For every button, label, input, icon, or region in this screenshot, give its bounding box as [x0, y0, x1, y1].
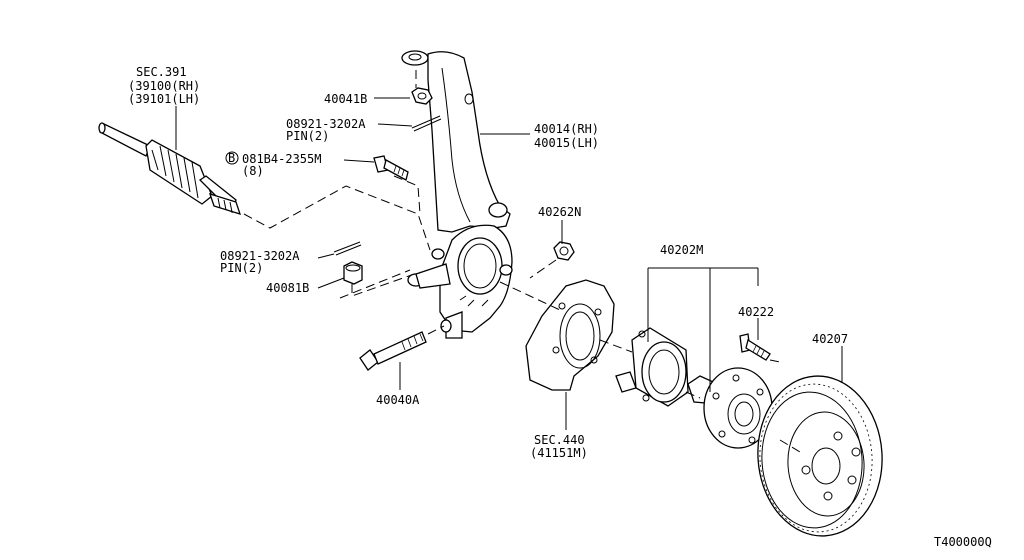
label-pin-bottom: PIN(2) [220, 261, 263, 275]
brake-rotor-40207 [757, 375, 883, 537]
bolt-40040a [359, 331, 427, 371]
cotter-pin-top [411, 115, 442, 132]
wheel-bearing-40202m [615, 327, 689, 407]
label-40014-rh: 40014(RH) [534, 122, 599, 136]
drive-shaft [98, 122, 242, 215]
label-08921-bottom: 08921-3202A [220, 249, 300, 263]
nut-40041b [411, 87, 433, 105]
bolt-mark-circle [225, 151, 239, 165]
bolt-mark-letter: B [228, 151, 235, 165]
label-40040a: 40040A [376, 393, 420, 407]
wheel-hub [687, 367, 773, 449]
assembly-lines [243, 70, 801, 453]
callout-labels: SEC.391 (39100(RH) (39101(LH) 40041B 089… [128, 65, 992, 549]
label-sec440: SEC.440 [534, 433, 585, 447]
nut-40081b [343, 261, 363, 285]
backing-plate [525, 279, 615, 391]
label-40081b: 40081B [266, 281, 309, 295]
label-39101-lh: (39101(LH) [128, 92, 200, 106]
label-40202m: 40202M [660, 243, 703, 257]
label-40041b: 40041B [324, 92, 367, 106]
label-39100-rh: (39100(RH) [128, 79, 200, 93]
label-sec391: SEC.391 [136, 65, 187, 79]
diagram-code: T400000Q [934, 535, 992, 549]
label-40262n: 40262N [538, 205, 581, 219]
label-081b4-qty: (8) [242, 164, 264, 178]
wheel-stud-40222 [739, 333, 771, 361]
label-081b4: 081B4-2355M [242, 152, 321, 166]
label-pin-top: PIN(2) [286, 129, 329, 143]
label-40222: 40222 [738, 305, 774, 319]
label-08921-top: 08921-3202A [286, 117, 366, 131]
steering-knuckle [401, 50, 513, 339]
label-40015-lh: 40015(LH) [534, 136, 599, 150]
label-40207: 40207 [812, 332, 848, 346]
label-41151m: (41151M) [530, 446, 588, 460]
bolt-081b4 [373, 155, 409, 181]
leader-lines [175, 97, 843, 430]
nut-40262n [553, 241, 575, 261]
cotter-pin-bottom [333, 241, 362, 256]
